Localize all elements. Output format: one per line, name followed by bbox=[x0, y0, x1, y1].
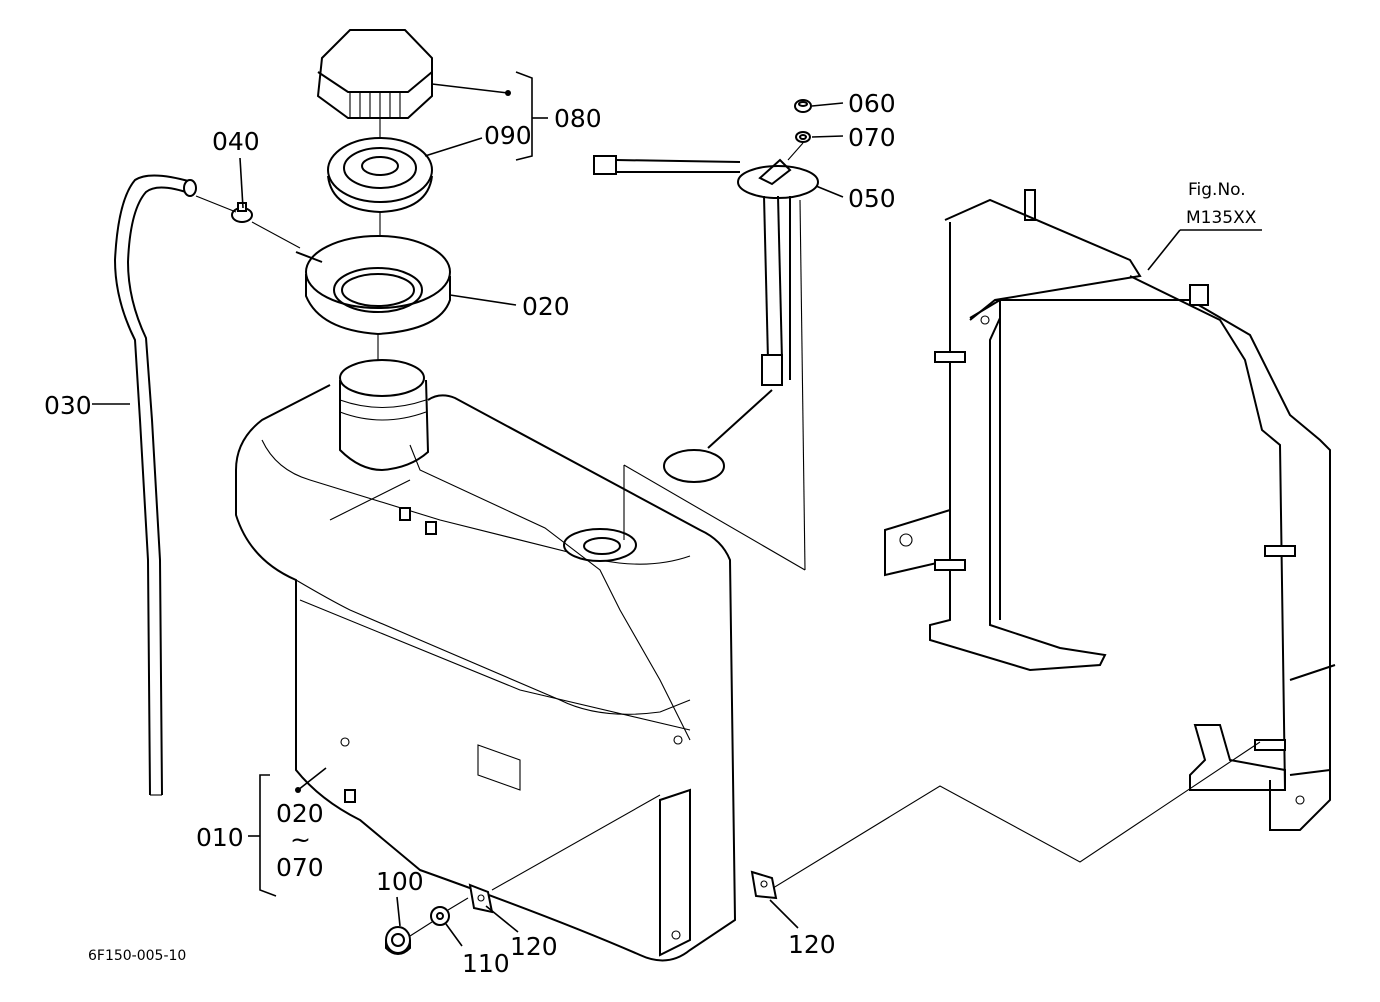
hose-clamp-040 bbox=[195, 195, 301, 249]
nut-060 bbox=[794, 99, 812, 113]
figure-code: 6F150-005-10 bbox=[88, 948, 186, 964]
vent-hose-030 bbox=[113, 174, 197, 796]
callout-050: 050 bbox=[848, 184, 896, 213]
tank-frame bbox=[759, 189, 1336, 897]
range-tilde: ~ bbox=[290, 825, 311, 854]
cushion-120-left bbox=[468, 883, 494, 914]
callout-030: 030 bbox=[44, 391, 92, 420]
callout-020-range: 020 bbox=[276, 799, 324, 828]
callout-060: 060 bbox=[848, 89, 896, 118]
fuel-gauge-sender-050 bbox=[593, 155, 819, 571]
fig-reference-code: M135XX bbox=[1186, 208, 1257, 228]
leader-lines bbox=[92, 71, 1262, 947]
callout-100: 100 bbox=[376, 867, 424, 896]
callout-020: 020 bbox=[522, 292, 570, 321]
cap-adapter-090 bbox=[327, 137, 433, 282]
fuel-tank-010 bbox=[235, 359, 737, 962]
callout-080: 080 bbox=[554, 104, 602, 133]
callout-010: 010 bbox=[196, 823, 244, 852]
fuel-cap bbox=[316, 29, 433, 150]
callout-090: 090 bbox=[484, 121, 532, 150]
washer-070 bbox=[787, 131, 811, 161]
callout-120-right: 120 bbox=[788, 930, 836, 959]
cushion-120-right bbox=[750, 870, 778, 900]
nut-100 bbox=[385, 926, 411, 955]
washer-110 bbox=[430, 906, 450, 926]
callout-040: 040 bbox=[212, 127, 260, 156]
callout-070-range: 070 bbox=[276, 853, 324, 882]
filler-ring-020 bbox=[295, 235, 451, 372]
callout-120-left: 120 bbox=[510, 932, 558, 961]
callout-110: 110 bbox=[462, 949, 510, 978]
callout-070: 070 bbox=[848, 123, 896, 152]
fig-reference-title: Fig.No. bbox=[1188, 180, 1246, 200]
